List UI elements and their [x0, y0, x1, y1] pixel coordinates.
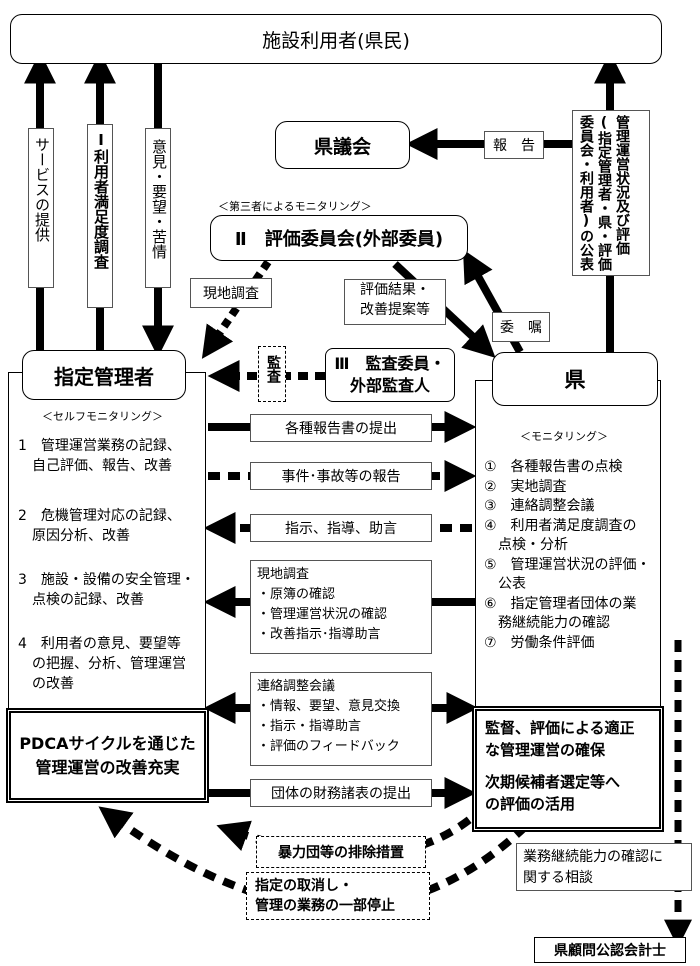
flow-reports-label: 各種報告書の提出	[250, 414, 432, 442]
third-party-note: ＜第三者によるモニタリング＞	[218, 200, 372, 213]
cancel-line-2: 管理の業務の一部停止	[255, 898, 395, 914]
self-item-3: 3 施設・設備の安全管理・ 点検の記録、改善	[18, 572, 195, 608]
eval-result-line-2: 改善提案等	[360, 302, 430, 318]
supervise-line-1: 監督、評価による適正	[485, 719, 635, 737]
self-item-2: 2 危機管理対応の記録、 原因分析、改善	[18, 508, 181, 544]
operator-title: 指定管理者	[54, 364, 154, 389]
next-candidate-line-2: の評価の活用	[485, 795, 576, 813]
gang-box: 暴力団等の排除措置	[256, 836, 426, 868]
site-survey-small-label: 現地調査	[190, 278, 272, 308]
council-title: 県議会	[313, 135, 371, 158]
users-box: 施設利用者(県民)	[10, 14, 662, 64]
prefecture-title-box: 県	[492, 352, 658, 406]
liaison-title: 連絡調整会議	[257, 679, 336, 694]
audit-label-box: 監査	[258, 346, 286, 402]
eval-committee-title: Ⅱ 評価委員会(外部委員)	[234, 229, 444, 250]
site-inspection-box: 現地調査 ・原簿の確認 ・管理運営状況の確認 ・改善指示･指導助言	[250, 560, 432, 654]
continuity-line-1: 業務継続能力の確認に	[523, 849, 663, 865]
gang-dotted-arrow	[216, 803, 488, 859]
continuity-line-2: 関する相談	[523, 870, 593, 886]
self-item-4: 4 利用者の意見、要望等 の把握、分析、管理運営 の改善	[18, 636, 186, 692]
operator-title-box: 指定管理者	[22, 350, 186, 400]
cancel-box: 指定の取消し・ 管理の業務の一部停止	[246, 872, 430, 920]
monitor-note: ＜モニタリング＞	[520, 430, 608, 443]
financial-label: 団体の財務諸表の提出	[250, 779, 432, 807]
auditor-line-2: 外部監査人	[349, 376, 430, 395]
cancel-dotted-arrow	[98, 806, 543, 911]
auditor-line-1: Ⅲ 監査委員・	[334, 354, 446, 373]
report-label: 報 告	[484, 131, 544, 159]
eval-committee-box: Ⅱ 評価委員会(外部委員)	[210, 215, 468, 261]
cancel-line-1: 指定の取消し・	[255, 878, 353, 894]
site-inspection-title: 現地調査	[257, 567, 310, 582]
flow-incidents-label: 事件･事故等の報告	[250, 462, 432, 490]
monitor-list: ① 各種報告書の点検 ② 実地調査 ③ 連絡調整会議 ④ 利用者満足度調査の 点…	[484, 459, 651, 651]
pdca-line-2: 管理運営の改善充実	[35, 757, 180, 777]
publish-label-box: 管理運営状況及び評価(指定管理者・県・評価委員会・利用者)の公表	[572, 110, 650, 276]
cpa-box: 県顧問公認会計士	[534, 937, 686, 963]
council-box: 県議会	[275, 121, 410, 169]
cpa-label: 県顧問公認会計士	[554, 943, 666, 959]
auditor-box: Ⅲ 監査委員・ 外部監査人	[325, 348, 455, 402]
supervise-box: 監督、評価による適正 な管理運営の確保 次期候補者選定等へ の評価の活用	[472, 706, 664, 832]
supervise-line-2: な管理運営の確保	[485, 741, 606, 759]
gang-label: 暴力団等の排除措置	[278, 845, 404, 861]
self-item-1: 1 管理運営業務の記録、 自己評価、報告、改善	[18, 438, 181, 474]
liaison-box: 連絡調整会議 ・情報、要望、意見交換 ・指示・指導助言 ・評価のフィードバック	[250, 672, 432, 766]
users-title: 施設利用者(県民)	[262, 29, 410, 52]
next-candidate-line-1: 次期候補者選定等へ	[485, 773, 621, 791]
publish-label: 管理運営状況及び評価(指定管理者・県・評価委員会・利用者)の公表	[578, 115, 630, 271]
prefecture-title: 県	[564, 368, 586, 392]
site-survey-dotted-arrow	[201, 259, 272, 359]
continuity-box: 業務継続能力の確認に 関する相談	[516, 843, 692, 891]
opinion-label: 意見・要望・苦情	[150, 139, 168, 259]
pdca-line-1: PDCAサイクルを通じた	[19, 733, 196, 753]
commission-label: 委 嘱	[492, 312, 550, 342]
service-label: サービスの提供	[33, 137, 51, 242]
flow-instructions-label: 指示、指導、助言	[250, 514, 432, 542]
survey-label-box: Ⅰ利用者満足度調査	[87, 124, 113, 308]
eval-result-line-1: 評価結果・	[360, 282, 430, 298]
pdca-box: PDCAサイクルを通じた 管理運営の改善充実	[6, 708, 209, 803]
self-monitor-note: ＜セルフモニタリング＞	[42, 410, 163, 423]
survey-label: Ⅰ利用者満足度調査	[92, 131, 110, 269]
opinion-label-box: 意見・要望・苦情	[145, 128, 171, 288]
eval-result-box: 評価結果・ 改善提案等	[344, 279, 446, 325]
service-label-box: サービスの提供	[28, 128, 54, 288]
audit-label: 監査	[265, 355, 281, 383]
